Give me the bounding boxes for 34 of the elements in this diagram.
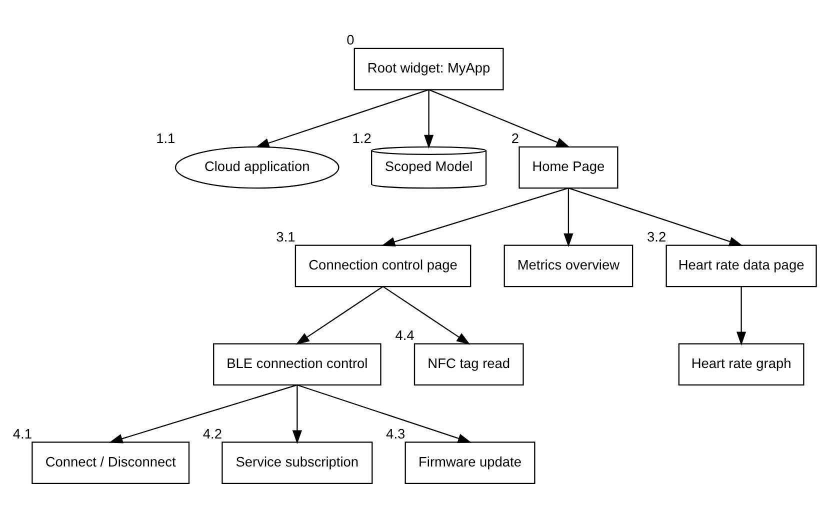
- arrow: [296, 286, 384, 345]
- arrow: [255, 89, 429, 148]
- node-box: Heart rate graph: [678, 343, 804, 386]
- node-box: Service subscription: [222, 442, 373, 484]
- node-label: 1.1: [156, 131, 176, 146]
- node-label: 4.1: [12, 426, 32, 442]
- node-box: Connect / Disconnect: [32, 442, 190, 484]
- node-box: BLE connection control: [213, 343, 382, 386]
- arrow: [428, 89, 570, 148]
- arrow: [382, 286, 470, 345]
- node-label: 3.2: [647, 229, 666, 244]
- node-box: Metrics overview: [504, 244, 634, 288]
- arrow: [381, 188, 569, 246]
- arrow: [736, 286, 746, 346]
- arrow: [297, 384, 472, 443]
- node-label: 3.1: [276, 229, 296, 244]
- arrow: [564, 188, 574, 248]
- node-label: 4.2: [202, 426, 222, 442]
- node-box: Home Page: [518, 146, 618, 189]
- arrow: [292, 384, 302, 444]
- arrow: [108, 384, 298, 444]
- node-label: 4.4: [395, 328, 414, 343]
- node-label: 4.3: [386, 426, 406, 442]
- node-label: 0: [346, 32, 354, 48]
- node-box: Connection control page: [294, 244, 472, 288]
- node-label: 2: [511, 131, 520, 146]
- node-label: 1.2: [352, 131, 372, 146]
- node-box: Heart rate data page: [666, 244, 817, 288]
- arrow: [568, 188, 743, 246]
- node-box: Firmware update: [404, 442, 536, 484]
- node-ellipse: Cloud application: [174, 146, 340, 189]
- arrow: [424, 90, 434, 149]
- node-box: NFC tag read: [414, 343, 524, 386]
- node-box: Root widget: MyApp: [354, 48, 504, 90]
